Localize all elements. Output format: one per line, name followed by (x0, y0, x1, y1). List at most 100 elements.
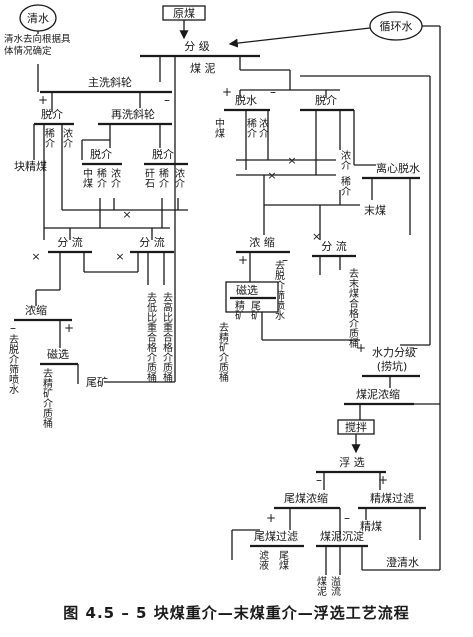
slime-thicken-label: 煤泥浓缩 (356, 388, 400, 401)
circulating-water-label: 循环水 (380, 20, 413, 33)
split-a-label: 分 流 (57, 235, 83, 249)
main-wash-wheel-label: 主洗斜轮 (88, 75, 132, 89)
svg-text:+: + (266, 511, 276, 525)
tail-filter-label: 尾煤过滤 (254, 530, 298, 543)
dewater-l2-label: 脱介 (152, 147, 174, 161)
raw-coal-node: 原煤 (162, 5, 206, 21)
svg-text:×: × (122, 208, 131, 221)
tailings-r-label: 尾矿 (249, 300, 261, 321)
clean-coal-filter: 精煤过滤 (358, 492, 426, 510)
svg-text:–: – (10, 321, 16, 335)
fine-conc-r-label: 精矿 (233, 299, 245, 321)
magsep-r-label: 磁选 (236, 284, 258, 297)
svg-text:–: – (316, 473, 322, 487)
svg-text:+: + (38, 93, 48, 107)
thicken-right: 浓 缩 (236, 236, 290, 254)
main-wash-wheel: 主洗斜轮 (40, 75, 172, 94)
tail-thicken-label: 尾煤浓缩 (284, 492, 328, 505)
thicken-left: 浓缩 (14, 304, 72, 322)
dense-left-label: 浓介 (61, 128, 73, 148)
tail-thickening: 尾煤浓缩 (274, 492, 340, 510)
rewash-wheel: 再洗斜轮 (98, 107, 172, 126)
svg-text:×: × (312, 230, 321, 243)
rewash-dewater-1: 脱介 中煤 稀介 浓介 (81, 147, 122, 189)
lump-clean-coal-label: 块精煤 (14, 160, 47, 173)
split-a: 分 流 (48, 235, 92, 254)
rewash-wheel-label: 再洗斜轮 (111, 107, 155, 121)
clean-water-note: 清水去向根据具体情况确定 (4, 34, 71, 57)
dewater-left-screen: 脱介 稀介 浓介 (34, 107, 74, 150)
dilute-l1-label: 稀介 (95, 167, 107, 188)
to-low-dense-tank-label: 去低比重合格介质桶 (145, 292, 157, 383)
gangue-l-label: 矸石 (143, 168, 155, 188)
dilute-left-label: 稀介 (43, 127, 55, 148)
to-fine-tank-r-label: 去精矿介质桶 (217, 322, 229, 383)
clean-coal-label: 精煤 (360, 520, 382, 533)
dilute-r2-label: 稀介 (339, 175, 351, 196)
svg-text:+: + (356, 341, 366, 355)
magsep-right: 磁选 精矿 尾矿 (225, 281, 279, 321)
thicken-r-label: 浓 缩 (249, 236, 275, 249)
svg-text:+: + (378, 473, 388, 487)
svg-text:+: + (222, 85, 232, 99)
hydro-class-label: 水力分级 (372, 346, 416, 359)
stirring-label: 搅拌 (345, 420, 367, 434)
fine-coal-label: 末煤 (364, 203, 386, 217)
svg-text:×: × (115, 250, 124, 263)
split-right: 分 流 (312, 239, 356, 258)
dense-l2-label: 浓介 (173, 168, 185, 188)
slime-settling: 煤泥沉淀 煤泥 溢流 (315, 529, 368, 597)
rewash-dewater-2: 脱介 矸石 稀介 浓介 (143, 147, 188, 188)
flotation-label: 浮 选 (339, 456, 365, 469)
svg-text:–: – (344, 511, 350, 525)
svg-text:–: – (164, 93, 170, 107)
svg-text:+: + (238, 253, 248, 267)
dense-l1-label: 浓介 (109, 168, 121, 188)
svg-text:–: – (270, 85, 276, 99)
dilute-r-label: 稀介 (245, 117, 257, 138)
circulating-water-node: 循环水 (369, 11, 423, 41)
centrifuge-label: 离心脱水 (376, 161, 420, 175)
slime-label: 煤 泥 (190, 62, 216, 75)
centrifuge-node: 离心脱水 (362, 161, 420, 180)
figure-caption: 图 4.5 – 5 块煤重介—末煤重介—浮选工艺流程 (63, 604, 410, 622)
to-fine-tank-label: 去精矿介质桶 (41, 368, 53, 429)
slime-settle-label: 煤泥沉淀 (320, 529, 364, 543)
dense-r2-label: 浓介 (339, 150, 351, 170)
svg-text:+: + (64, 321, 74, 335)
flotation-node: 浮 选 (316, 456, 386, 474)
magsep-left: 磁选 去精矿介质桶 (40, 348, 78, 429)
svg-text:×: × (287, 154, 296, 167)
dewater-l1-label: 脱介 (90, 147, 112, 161)
split-b-label: 分 流 (139, 235, 165, 249)
settling-pit-label: (捞坑) (377, 359, 408, 373)
dilute-l2-label: 稀介 (157, 167, 169, 188)
svg-text:–: – (412, 341, 418, 355)
overflow-label: 溢流 (329, 575, 341, 597)
tail-coal-filter: 尾煤过滤 滤液 尾煤 (250, 530, 304, 571)
clean-water-note-text: 清水去向根据具体情况确定 (4, 34, 71, 57)
dewater-r-label: 脱水 (235, 93, 257, 107)
svg-text:×: × (31, 250, 40, 263)
slime-out-label: 煤泥 (315, 575, 327, 597)
dense-r-label: 浓介 (257, 118, 269, 138)
clean-filter-label: 精煤过滤 (370, 492, 414, 505)
mid-coal-r-label: 中煤 (213, 117, 225, 139)
to-high-dense-tank-label: 去高比重合格介质桶 (161, 292, 173, 383)
tailings-label: 尾矿 (86, 376, 108, 389)
filtrate-label: 滤液 (257, 549, 269, 571)
svg-text:–: – (282, 253, 288, 267)
magsep-l-label: 磁选 (47, 348, 69, 361)
dewater-left-label: 脱介 (41, 107, 63, 121)
mid-coal-l-label: 中煤 (81, 167, 93, 189)
tail-coal-label: 尾煤 (277, 550, 289, 571)
svg-text:×: × (267, 169, 276, 182)
split-b: 分 流 (130, 235, 174, 254)
clean-water-label: 清水 (27, 12, 49, 25)
raw-coal-label: 原煤 (173, 7, 195, 20)
classification-label: 分 级 (184, 40, 210, 53)
clear-water-label: 澄清水 (386, 555, 419, 569)
to-pulp-spray-label: 去脱介筛喷水 (7, 334, 19, 394)
slime-thickening: 煤泥浓缩 (344, 388, 414, 406)
